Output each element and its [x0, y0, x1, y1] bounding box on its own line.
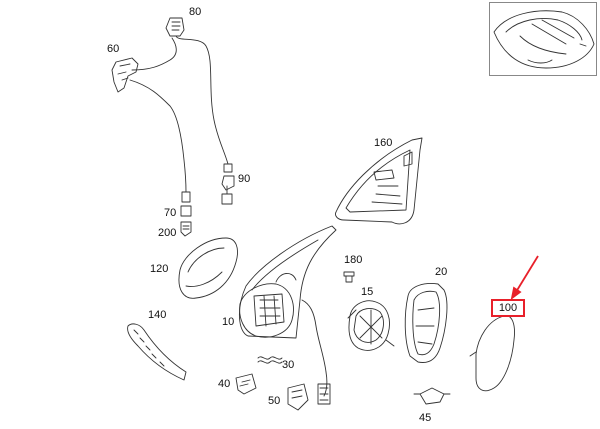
callout-arrow [510, 255, 539, 301]
vehicle-inset-drawing [493, 10, 595, 69]
label-10[interactable]: 10 [222, 316, 235, 328]
label-160[interactable]: 160 [374, 137, 393, 149]
label-40[interactable]: 40 [218, 378, 231, 390]
part-140-strip [127, 323, 187, 381]
part-180-screw [343, 271, 355, 283]
part-200-plug [180, 221, 192, 237]
label-80[interactable]: 80 [189, 6, 202, 18]
label-20[interactable]: 20 [435, 266, 448, 278]
label-70[interactable]: 70 [164, 207, 177, 219]
part-60-bracket [111, 37, 187, 193]
part-45-bracket [413, 387, 451, 405]
part-15-motor [347, 300, 395, 351]
label-90[interactable]: 90 [238, 173, 251, 185]
part-20-frame [404, 283, 448, 363]
part-50-unit [287, 383, 309, 411]
part-160-trim [335, 137, 423, 225]
part-100-glass [469, 315, 515, 392]
highlight-box-100[interactable]: 100 [491, 299, 525, 317]
part-10-housing [239, 225, 337, 339]
label-100[interactable]: 100 [498, 302, 518, 314]
label-200[interactable]: 200 [158, 227, 177, 239]
label-120[interactable]: 120 [150, 263, 169, 275]
part-30-coil [257, 356, 283, 364]
part-40-actuator [235, 373, 257, 395]
label-140[interactable]: 140 [148, 309, 167, 321]
part-90-connector [221, 175, 235, 205]
label-60[interactable]: 60 [107, 43, 120, 55]
label-50[interactable]: 50 [268, 395, 281, 407]
vehicle-inset [489, 2, 597, 76]
label-180[interactable]: 180 [344, 254, 363, 266]
part-80-connector [165, 17, 233, 173]
label-45[interactable]: 45 [419, 412, 432, 424]
part-120-cover [178, 237, 238, 299]
housing-cable [301, 299, 331, 405]
part-70-connector [180, 191, 192, 217]
label-15[interactable]: 15 [361, 286, 374, 298]
label-30[interactable]: 30 [282, 359, 295, 371]
